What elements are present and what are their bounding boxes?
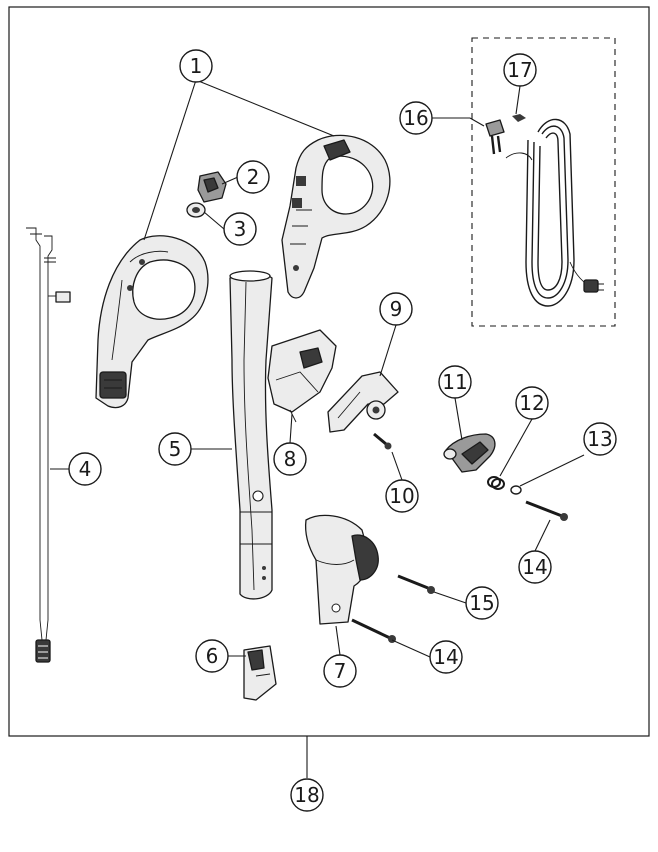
callout-9: 9 bbox=[379, 292, 413, 326]
callout-8: 8 bbox=[273, 442, 307, 476]
cord-kit-box bbox=[471, 37, 616, 327]
svg-text:14: 14 bbox=[433, 645, 458, 669]
callout-6: 6 bbox=[195, 639, 229, 673]
svg-text:5: 5 bbox=[169, 437, 182, 461]
svg-text:3: 3 bbox=[234, 217, 247, 241]
callout-11: 11 bbox=[438, 365, 472, 399]
spring-part bbox=[487, 476, 505, 490]
callout-16: 16 bbox=[399, 101, 433, 135]
cord-clip-small-part bbox=[512, 114, 526, 122]
callout-17: 17 bbox=[503, 53, 537, 87]
callout-4: 4 bbox=[68, 452, 102, 486]
svg-text:2: 2 bbox=[247, 165, 260, 189]
long-screw-part-upper bbox=[525, 500, 568, 521]
callout-14-upper: 14 bbox=[518, 550, 552, 584]
callout-7: 7 bbox=[323, 654, 357, 688]
upper-handle-front-half bbox=[281, 134, 391, 299]
svg-text:13: 13 bbox=[587, 427, 612, 451]
svg-text:18: 18 bbox=[294, 783, 319, 807]
latch-part bbox=[327, 371, 399, 433]
callout-12: 12 bbox=[515, 386, 549, 420]
svg-text:6: 6 bbox=[206, 644, 219, 668]
assembly-frame bbox=[8, 6, 650, 737]
svg-text:14: 14 bbox=[522, 555, 547, 579]
lower-bracket-part bbox=[304, 514, 379, 625]
callout-13: 13 bbox=[583, 422, 617, 456]
long-screw-part-lower bbox=[351, 618, 396, 643]
nut-part bbox=[186, 202, 206, 218]
svg-text:10: 10 bbox=[389, 484, 414, 508]
svg-text:17: 17 bbox=[507, 58, 532, 82]
wire-harness-part bbox=[26, 227, 71, 663]
release-pedal-part bbox=[443, 433, 496, 473]
svg-text:12: 12 bbox=[519, 391, 544, 415]
svg-text:11: 11 bbox=[442, 370, 467, 394]
callout-15: 15 bbox=[465, 586, 499, 620]
callout-5: 5 bbox=[158, 432, 192, 466]
strain-relief-part bbox=[485, 119, 505, 155]
svg-text:1: 1 bbox=[190, 54, 203, 78]
callout-2: 2 bbox=[236, 160, 270, 194]
svg-text:7: 7 bbox=[334, 659, 347, 683]
svg-text:8: 8 bbox=[284, 447, 297, 471]
callout-3: 3 bbox=[223, 212, 257, 246]
svg-text:15: 15 bbox=[469, 591, 494, 615]
small-screw-part bbox=[373, 432, 392, 450]
callout-14-lower: 14 bbox=[429, 640, 463, 674]
svg-text:9: 9 bbox=[390, 297, 403, 321]
leader-lines bbox=[50, 79, 585, 778]
power-cord-part bbox=[505, 118, 604, 307]
callout-18: 18 bbox=[290, 778, 324, 812]
adapter-part bbox=[267, 329, 337, 423]
washer-part bbox=[510, 485, 522, 495]
svg-text:4: 4 bbox=[79, 457, 92, 481]
svg-text:16: 16 bbox=[403, 106, 428, 130]
cord-clip-part bbox=[243, 645, 277, 701]
medium-screw-part bbox=[397, 574, 435, 594]
handle-tube-part bbox=[229, 270, 273, 600]
callout-1: 1 bbox=[179, 49, 213, 83]
upper-handle-rear-half bbox=[95, 235, 209, 409]
callout-10: 10 bbox=[385, 479, 419, 513]
switch-part bbox=[197, 171, 227, 203]
